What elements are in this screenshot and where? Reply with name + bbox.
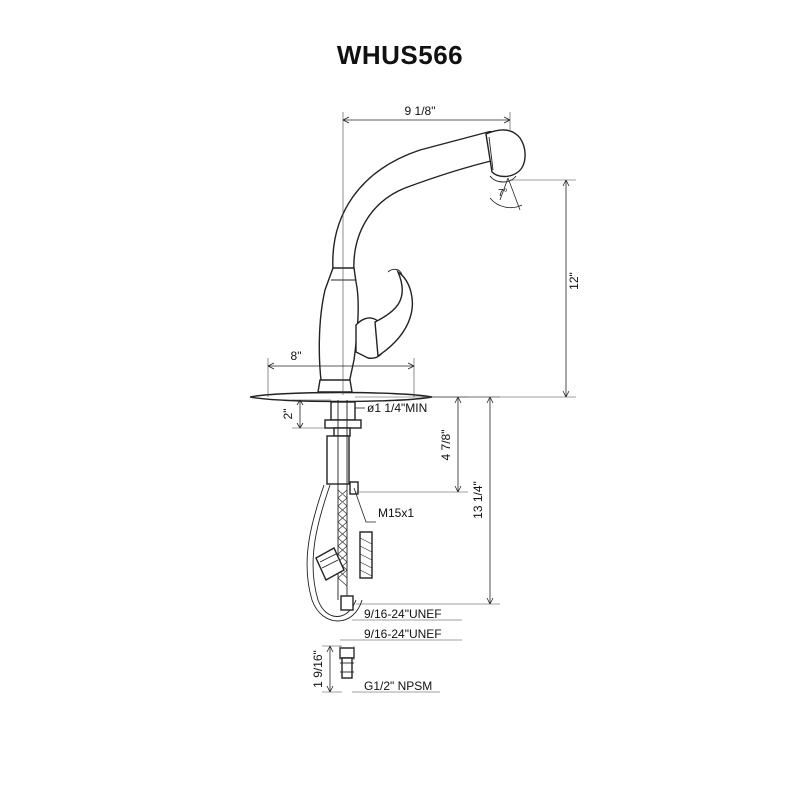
dim-thread-npsm: G1/2" NPSM	[364, 679, 432, 693]
shank-assembly	[306, 400, 373, 679]
dim-thread-unef-2: 9/16-24"UNEF	[364, 627, 442, 641]
dim-thread-unef-1: 9/16-24"UNEF	[364, 607, 442, 621]
faucet-body	[317, 129, 526, 393]
dimension-lines	[267, 112, 576, 693]
dim-thread-hose: M15x1	[378, 506, 414, 520]
dim-height: 12"	[567, 272, 581, 290]
dim-total-below: 13 1/4"	[471, 481, 485, 519]
dim-shank-length: 4 7/8"	[439, 430, 453, 461]
dim-spout-reach: 9 1/8"	[405, 104, 436, 118]
dim-deck-thickness: 2"	[281, 409, 295, 420]
dim-spray-angle: 7°	[498, 188, 508, 199]
dim-hole-size: ø1 1/4"MIN	[367, 401, 427, 415]
dim-adapter-length: 1 9/16"	[311, 650, 325, 688]
model-title: WHUS566	[336, 40, 464, 70]
dim-deck-plate: 8"	[291, 349, 302, 363]
